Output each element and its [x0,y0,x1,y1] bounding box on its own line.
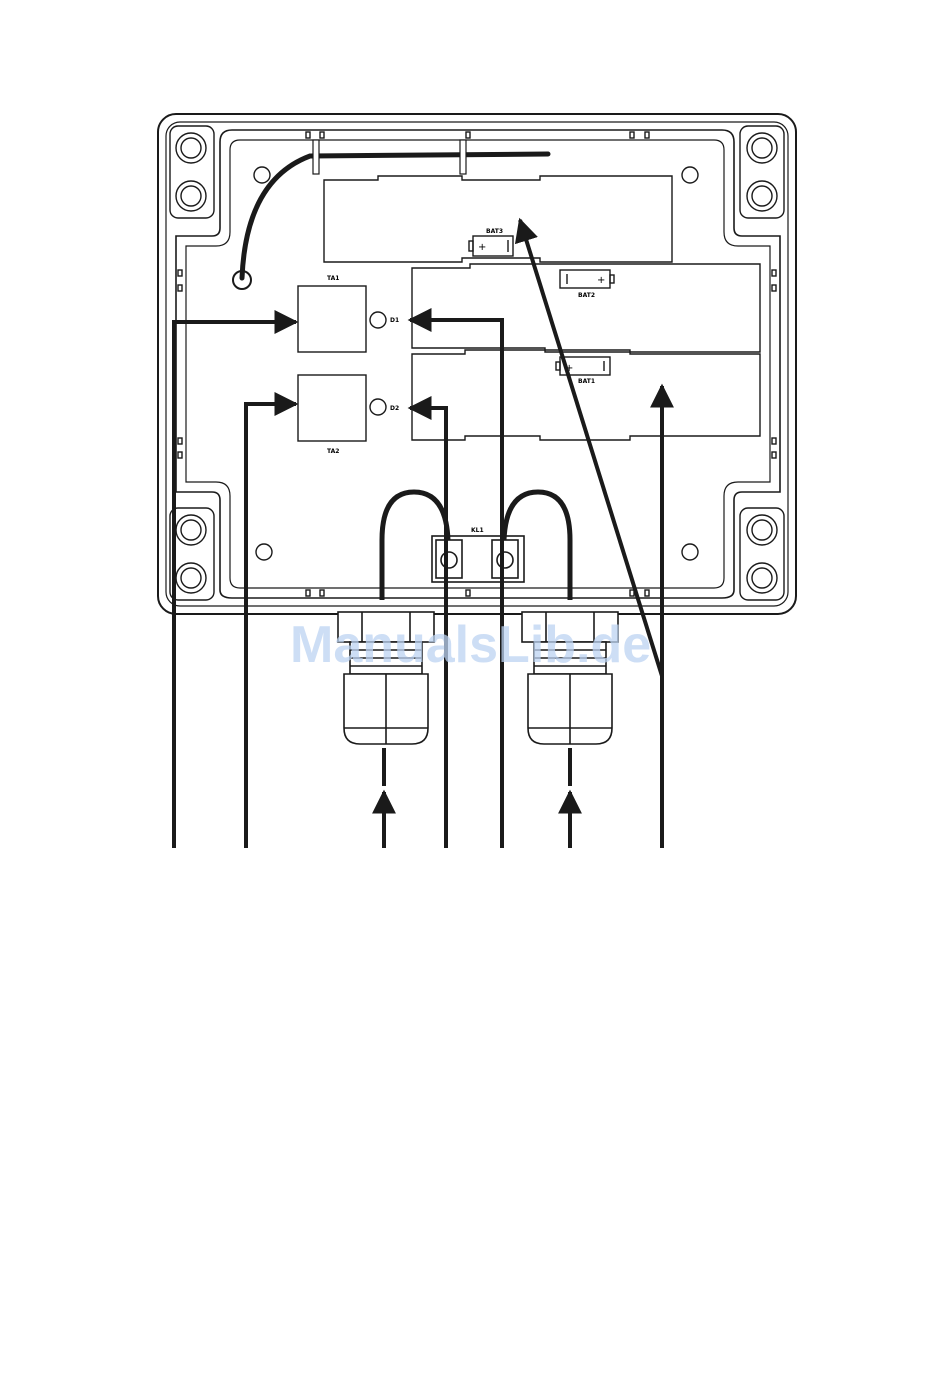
module-ta1 [298,286,366,352]
led-d2 [370,399,386,415]
d2-label: D2 [390,405,399,412]
watermark: ManualsLib.de [290,616,651,674]
battery-bat2: + [412,264,760,352]
battery-icon-bat2: + [560,270,614,288]
svg-text:+: + [478,242,486,253]
mount-hole [682,167,698,183]
screw-top-left [170,126,214,218]
arrow-ta2 [246,404,296,848]
screw-bottom-right [740,508,784,600]
arrow-ta1 [174,322,296,848]
ta2-label: TA2 [327,448,339,455]
d1-label: D1 [390,317,399,324]
mount-hole [256,544,272,560]
mount-hole [254,167,270,183]
battery-bat3: + [324,176,672,262]
bat3-label: BAT3 [486,228,503,235]
bat1-label: BAT1 [578,378,595,385]
antenna-wire [233,140,548,289]
arrow-d1 [410,320,502,848]
module-ta2 [298,375,366,441]
callout-arrows [174,220,662,848]
mount-hole [682,544,698,560]
battery-icon-bat3: + [469,236,513,256]
screw-bottom-left [170,508,214,600]
bat2-label: BAT2 [578,292,595,299]
enclosure-housing [158,114,796,614]
screw-top-right [740,126,784,218]
led-d1 [370,312,386,328]
kl1-label: KL1 [471,527,484,534]
cable-loops [382,492,570,600]
svg-text:+: + [597,275,605,286]
ta1-label: TA1 [327,275,339,282]
